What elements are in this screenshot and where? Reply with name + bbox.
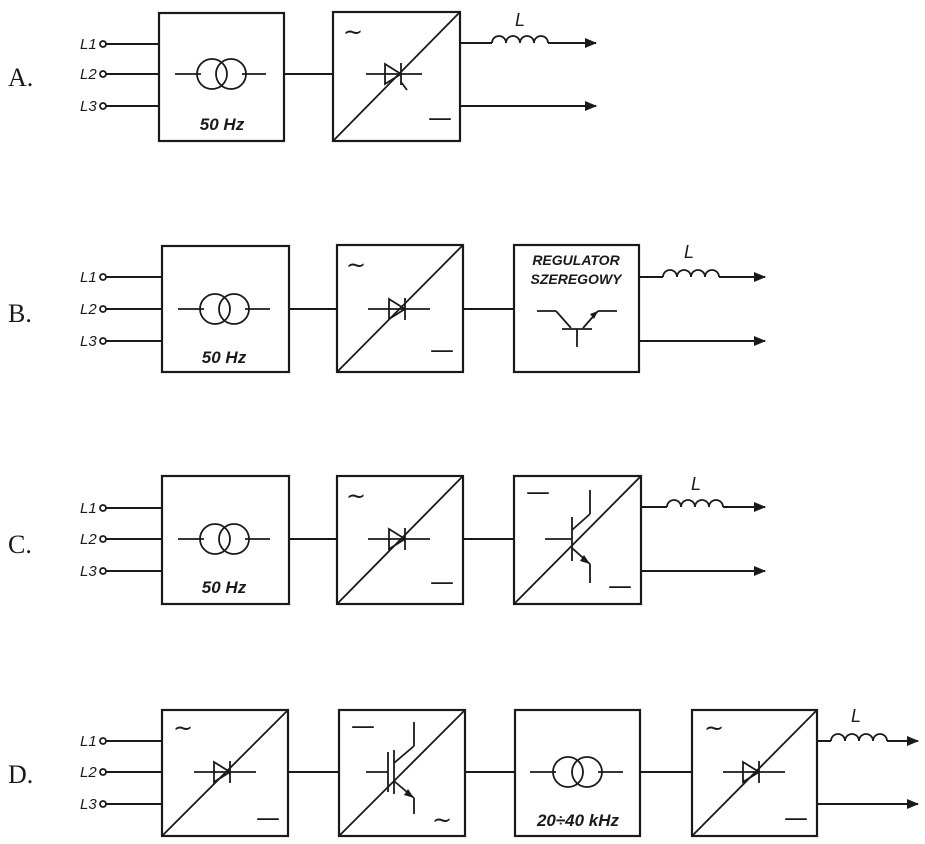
dc-symbol-d: — [256,804,280,832]
transformer-frequency-b: 50 Hz [202,348,247,367]
ac-symbol-c: ~ [346,482,366,510]
input-terminals-d: L1 L2 L3 [80,733,162,813]
inductor-label-b: L [684,242,694,262]
input-terminals-a: L1 L2 L3 [80,36,159,115]
rectifier-block-b: ~ — [335,243,465,374]
terminal-l2-label: L2 [80,764,97,781]
transformer-block-b: 50 Hz [160,244,291,374]
terminal-l3-label: L3 [80,563,97,580]
transformer-icon [552,756,584,788]
row-label-d: D. [8,760,33,789]
diagram-c: C. L1 L2 L3 50 Hz ~ — [8,474,766,606]
transformer-frequency-d: 20÷40 kHz [536,811,620,830]
rectifier-block-a: ~ — [331,10,462,143]
diode-icon [368,297,430,321]
inverter-block-d: — ~ [337,708,467,838]
terminal-l2 [99,70,107,78]
output-dc-symbol-d: — [784,804,808,832]
diode-icon [723,760,785,784]
output-rectifier-block-d: ~ — [690,708,819,838]
inductor-label-d: L [851,706,861,726]
transformer-frequency-c: 50 Hz [202,578,247,597]
dc-symbol-a: — [428,104,452,132]
diode-icon [368,527,430,551]
igbt-icon [366,722,415,814]
output-a: L [460,10,597,111]
diode-icon [366,62,422,91]
rectifier-block-c: ~ — [335,474,465,606]
ac-symbol-b: ~ [346,251,366,279]
output-d: L [817,706,919,809]
diagram-a: A. L1 L2 L3 50 Hz ~ — [8,10,597,143]
inductor-icon [491,35,549,44]
transformer-icon [199,523,231,555]
transformer-block-c: 50 Hz [160,474,291,606]
transformer-icon [196,58,228,90]
diagram-b: B. L1 L2 L3 50 Hz ~ — [8,242,766,374]
transistor-icon [545,490,591,583]
output-ac-symbol-d: ~ [704,714,724,742]
ac-symbol-d: ~ [173,714,193,742]
transformer-icon [199,293,231,325]
series-regulator-block-b: REGULATOR SZEREGOWY [512,243,641,374]
inductor-label-c: L [691,474,701,494]
inverter-dc-symbol: — [351,712,375,740]
terminal-l1-label: L1 [80,733,97,750]
hf-transformer-block-d: 20÷40 kHz [513,708,642,838]
terminal-l2-label: L2 [80,66,97,83]
terminal-l3-label: L3 [80,796,97,813]
terminal-l2-label: L2 [80,531,97,548]
diode-icon [194,760,256,784]
terminal-l3-label: L3 [80,98,97,115]
chopper-out-symbol: — [608,572,632,600]
dc-symbol-b: — [430,336,454,364]
chopper-in-symbol: — [526,478,550,506]
input-terminals-b: L1 L2 L3 [80,269,162,350]
terminal-l1-label: L1 [80,500,97,517]
transformer-frequency-a: 50 Hz [200,115,245,134]
inverter-ac-symbol: ~ [432,806,452,834]
inductor-icon [830,733,888,742]
regulator-title-line2: SZEREGOWY [530,271,623,287]
terminal-l1 [99,40,107,48]
inductor-icon [662,269,720,278]
terminal-l3 [99,102,107,110]
dc-symbol-c: — [430,568,454,596]
regulator-title-line1: REGULATOR [532,252,620,268]
inductor-icon [666,499,724,508]
row-label-c: C. [8,530,32,559]
diagram-d: D. L1 L2 L3 ~ — — [8,706,919,838]
terminal-l1-label: L1 [80,269,97,286]
transformer-block-a: 50 Hz [157,11,286,143]
output-b: L [639,242,766,346]
ac-symbol-a: ~ [343,18,363,46]
inductor-label-a: L [515,10,525,30]
terminal-l3-label: L3 [80,333,97,350]
row-label-b: B. [8,299,32,328]
output-c: L [641,474,766,576]
input-terminals-c: L1 L2 L3 [80,500,162,580]
dc-chopper-block-c: — — [512,474,643,606]
terminal-l2-label: L2 [80,301,97,318]
transistor-icon [537,310,617,347]
input-rectifier-block-d: ~ — [160,708,290,838]
terminal-l1-label: L1 [80,36,97,53]
row-label-a: A. [8,63,33,92]
